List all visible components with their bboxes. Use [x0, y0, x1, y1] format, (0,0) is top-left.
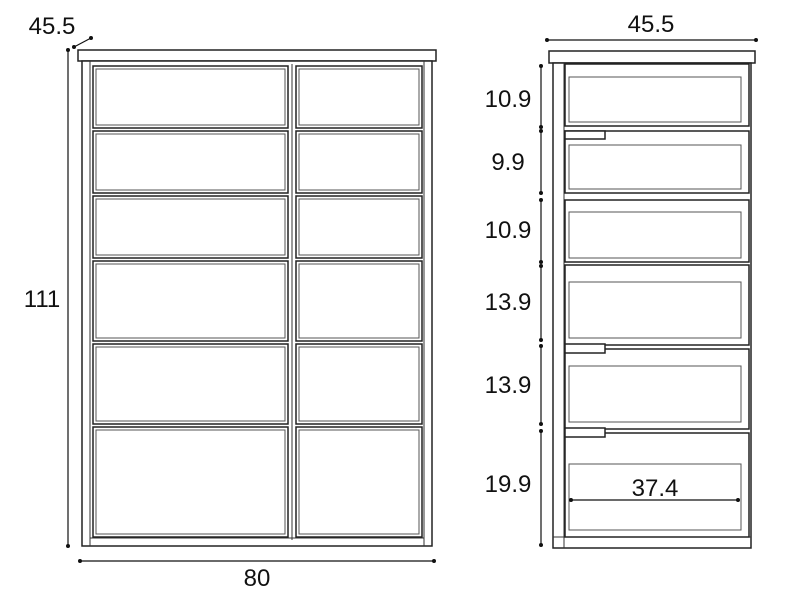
front-drawer-inner	[95, 429, 286, 535]
side-drawer-slide	[564, 343, 606, 354]
front-drawer	[92, 195, 289, 259]
dimension-endpoint	[736, 498, 740, 502]
inner-width-label: 37.4	[632, 475, 679, 502]
front-right-drawers	[295, 65, 423, 538]
front-drawer	[295, 426, 423, 538]
front-drawer-inner	[298, 429, 420, 535]
front-view: 111 80 45.5	[24, 13, 437, 592]
front-left-drawers	[92, 65, 289, 538]
front-drawer-inner	[298, 263, 420, 339]
dimension-endpoint	[539, 64, 543, 68]
dimension-endpoint	[72, 45, 76, 49]
side-drawer	[564, 348, 750, 430]
side-drawer-slide	[564, 427, 606, 438]
front-height-label: 111	[24, 286, 60, 313]
front-depth-label: 45.5	[29, 13, 76, 40]
side-drawer	[564, 432, 750, 538]
dimension-endpoint	[539, 429, 543, 433]
dimension-endpoint	[89, 36, 93, 40]
front-drawer	[92, 65, 289, 129]
dimension-endpoint	[66, 544, 70, 548]
side-drawer-inner	[568, 463, 742, 531]
side-view: 45.5 10.9 9.9 10.9 13.9 13.	[485, 11, 758, 549]
front-drawer	[92, 343, 289, 425]
dimension-endpoint	[539, 422, 543, 426]
front-width-label: 80	[244, 565, 271, 592]
dimension-endpoint	[539, 191, 543, 195]
front-drawer-inner	[95, 68, 286, 126]
dimension-endpoint	[539, 264, 543, 268]
side-drawer-inner	[568, 365, 742, 423]
front-drawer-inner	[298, 346, 420, 422]
front-drawer-inner	[95, 198, 286, 256]
front-top-board	[77, 49, 437, 62]
dimension-endpoint	[78, 559, 82, 563]
dimension-endpoint	[539, 129, 543, 133]
front-drawer	[92, 260, 289, 342]
drawer-height-label: 9.9	[491, 149, 524, 176]
side-height-dimension-chain: 10.9 9.9 10.9 13.9 13.9 19.9	[485, 64, 543, 547]
front-drawer-inner	[298, 68, 420, 126]
side-top-board	[548, 50, 756, 64]
front-drawer	[92, 426, 289, 538]
front-drawer	[295, 65, 423, 129]
dimension-endpoint	[754, 38, 758, 42]
side-drawer	[564, 130, 750, 194]
front-drawer-inner	[95, 133, 286, 191]
front-drawer-inner	[298, 133, 420, 191]
dimension-endpoint	[539, 198, 543, 202]
dimension-endpoint	[569, 498, 573, 502]
side-drawers	[564, 63, 750, 538]
dimension-endpoint	[539, 338, 543, 342]
front-drawer-inner	[95, 346, 286, 422]
side-drawer-inner	[568, 281, 742, 339]
dimension-endpoint	[539, 125, 543, 129]
front-drawer-inner	[298, 198, 420, 256]
drawer-height-label: 13.9	[485, 372, 532, 399]
side-drawer-inner	[568, 211, 742, 259]
dimension-endpoint	[66, 48, 70, 52]
dimension-endpoint	[545, 38, 549, 42]
front-drawer	[92, 130, 289, 194]
front-drawer	[295, 130, 423, 194]
dimension-endpoint	[539, 543, 543, 547]
side-drawer-inner	[568, 76, 742, 123]
side-drawer-inner	[568, 144, 742, 190]
dimension-endpoint	[539, 344, 543, 348]
side-depth-label: 45.5	[628, 11, 675, 38]
side-drawer-slide	[564, 130, 606, 140]
drawer-height-label: 19.9	[485, 471, 532, 498]
front-drawer	[295, 343, 423, 425]
dimension-endpoint	[432, 559, 436, 563]
front-drawer	[295, 260, 423, 342]
drawer-height-label: 10.9	[485, 217, 532, 244]
drawer-height-label: 10.9	[485, 86, 532, 113]
front-drawer	[295, 195, 423, 259]
front-depth-dimension-line	[73, 37, 92, 48]
drawer-height-label: 13.9	[485, 289, 532, 316]
front-drawer-inner	[95, 263, 286, 339]
side-drawer	[564, 264, 750, 346]
dimension-endpoint	[539, 260, 543, 264]
side-drawer	[564, 63, 750, 127]
side-drawer	[564, 199, 750, 263]
